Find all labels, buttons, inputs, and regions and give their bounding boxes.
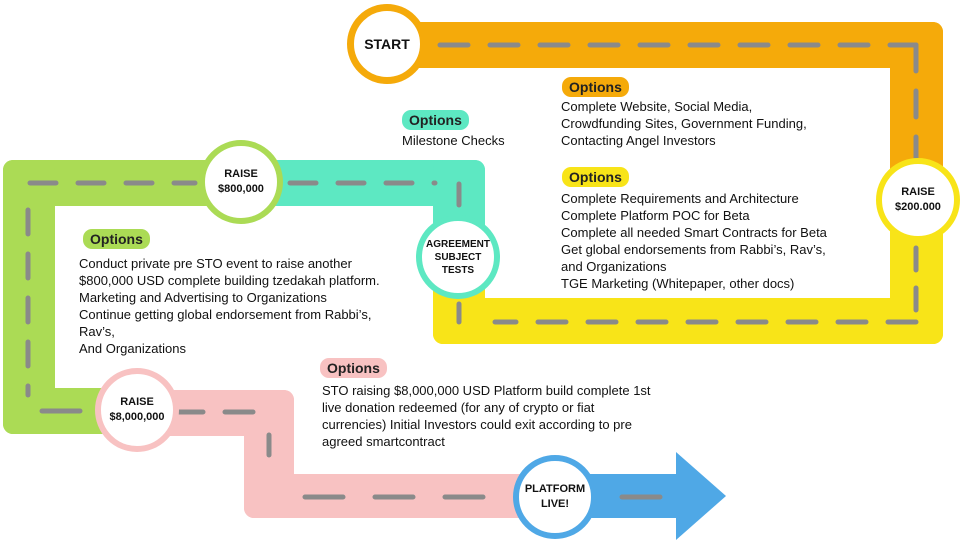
node-raise-200k: RAISE $200.000 (876, 158, 960, 242)
options-badge: Options (320, 358, 387, 378)
node-raise-8m: RAISE $8,000,000 (95, 368, 179, 452)
node-raise-800k-line1: RAISE (224, 168, 258, 180)
options-badge: Options (562, 167, 629, 187)
node-raise-800k: RAISE $800,000 (199, 140, 283, 224)
options-badge: Options (402, 110, 469, 130)
node-start: START (347, 4, 427, 84)
node-raise-800k-line2: $800,000 (218, 183, 264, 195)
node-raise-8m-line2: $8,000,000 (109, 411, 165, 423)
options-badge: Options (83, 229, 150, 249)
options-text: Complete Website, Social Media, Crowdfun… (561, 99, 807, 148)
options-text: Complete Requirements and Architecture C… (561, 191, 827, 291)
node-platform-live: PLATFORM LIVE! (513, 455, 597, 539)
options-text: Conduct private pre STO event to raise a… (79, 256, 380, 356)
node-agreement-line1: AGREEMENT (426, 238, 490, 250)
node-agreement: AGREEMENT SUBJECT TESTS (416, 215, 500, 299)
node-agreement-line3: TESTS (441, 264, 475, 276)
node-agreement-line2: SUBJECT (434, 251, 482, 263)
node-platform-live-line1: PLATFORM (524, 483, 586, 495)
node-start-label: START (364, 36, 410, 52)
options-text: Milestone Checks (402, 133, 505, 148)
options-text: STO raising $8,000,000 USD Platform buil… (322, 383, 651, 449)
node-raise-200k-line2: $200.000 (895, 201, 941, 213)
node-raise-8m-line1: RAISE (120, 396, 154, 408)
arrow-head-icon (676, 452, 726, 540)
node-raise-200k-line1: RAISE (901, 186, 935, 198)
node-platform-live-line2: LIVE! (540, 498, 570, 510)
options-badge: Options (562, 77, 629, 97)
